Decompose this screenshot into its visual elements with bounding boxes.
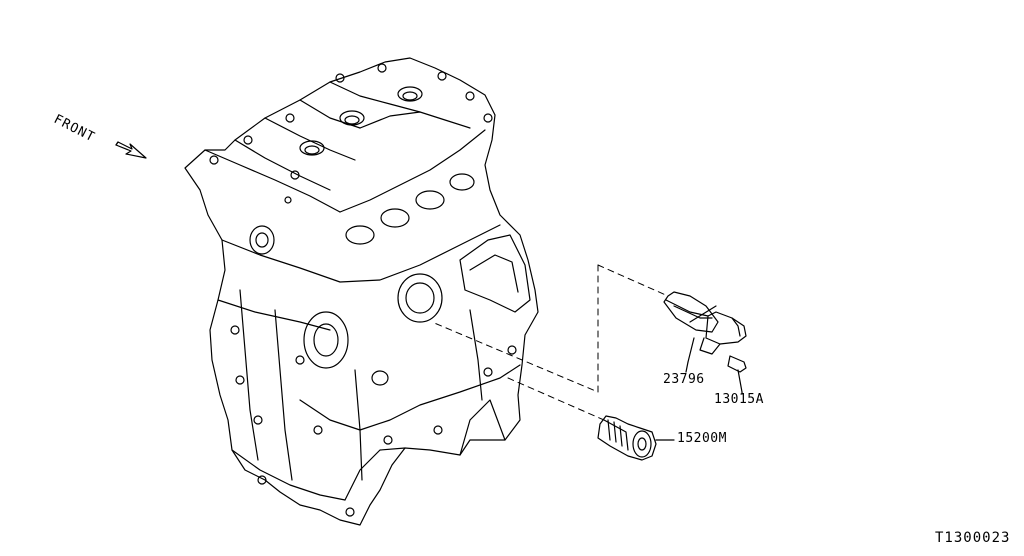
oil-filter-bolt-part bbox=[597, 415, 675, 461]
diagram-code: T1300023 bbox=[935, 530, 1011, 546]
leader-23796 bbox=[431, 264, 599, 393]
part-number-15200m: 15200M bbox=[677, 431, 727, 446]
front-arrow-icon bbox=[115, 141, 147, 159]
leader-15200m bbox=[507, 377, 605, 421]
part-number-13015a: 13015A bbox=[714, 392, 764, 407]
leader-tick-23796 bbox=[685, 361, 689, 373]
dashed-leader-lines bbox=[431, 264, 669, 421]
solenoid-valve-part bbox=[663, 291, 747, 393]
leader-23796-top bbox=[597, 264, 669, 297]
part-number-23796: 23796 bbox=[663, 372, 705, 387]
engine-block-illustration bbox=[184, 57, 539, 526]
